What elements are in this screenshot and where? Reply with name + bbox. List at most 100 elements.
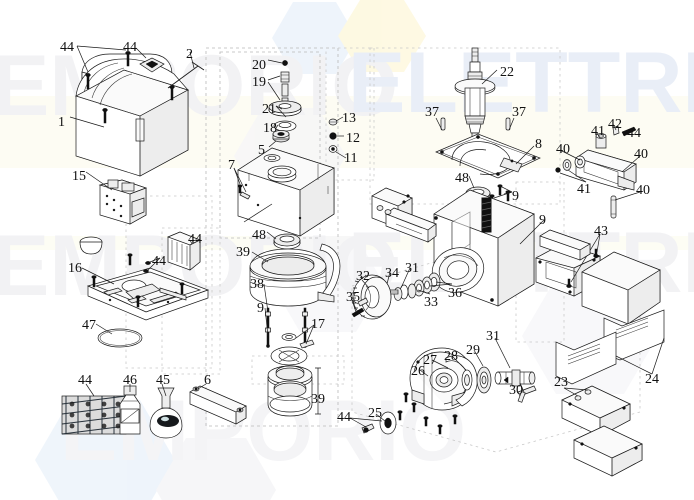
part-label-6: 6 xyxy=(204,373,211,388)
part-label-36: 36 xyxy=(448,286,462,301)
part-right-plate xyxy=(539,229,591,261)
part-label-25: 25 xyxy=(368,406,382,421)
part-label-7: 7 xyxy=(228,158,235,173)
group-box-valve xyxy=(325,47,375,181)
part-label-28: 28 xyxy=(444,349,458,364)
screw xyxy=(437,424,443,435)
part-label-48: 48 xyxy=(252,228,266,243)
group-box-tank-outer xyxy=(205,47,339,427)
part-label-29: 29 xyxy=(466,343,480,358)
part-label-39: 39 xyxy=(236,245,250,260)
group-box-board xyxy=(125,195,213,369)
part-label-38: 38 xyxy=(250,277,264,292)
part-32-drive-gear xyxy=(352,274,392,320)
part-label-39: 39 xyxy=(311,392,325,407)
part-12-nut xyxy=(329,132,344,140)
part-label-37: 37 xyxy=(425,105,439,120)
part-label-44: 44 xyxy=(152,254,166,269)
part-8-top-plate xyxy=(435,133,541,179)
part-label-17: 17 xyxy=(311,317,325,332)
part-label-23: 23 xyxy=(554,375,568,390)
screw xyxy=(397,410,403,421)
part-label-47: 47 xyxy=(82,318,96,333)
part-16-control-box-base xyxy=(81,253,210,321)
part-1-main-cover xyxy=(69,53,190,177)
part-44-fastener-pack xyxy=(61,383,127,435)
part-26-motor-housing xyxy=(409,347,475,411)
part-30-key-pin xyxy=(517,382,537,403)
part-label-12: 12 xyxy=(346,131,360,146)
screw xyxy=(411,402,417,413)
part-label-43: 43 xyxy=(594,224,608,239)
screw xyxy=(127,253,133,266)
part-44-cover-screws xyxy=(76,45,175,124)
part-9-gearbox-housing xyxy=(431,189,545,307)
part-label-45: 45 xyxy=(156,373,170,388)
screw xyxy=(125,51,131,67)
part-45-grease-tube xyxy=(149,383,183,439)
part-label-41: 41 xyxy=(577,182,591,197)
screw xyxy=(452,414,458,425)
part-35-key xyxy=(351,297,369,318)
part-label-34: 34 xyxy=(385,266,399,281)
screw xyxy=(423,416,429,427)
part-18-o-ring xyxy=(273,120,297,132)
part-label-9: 9 xyxy=(257,301,264,316)
group-box-gearhouse xyxy=(369,47,561,205)
part-label-27: 27 xyxy=(423,353,437,368)
part-label-9: 9 xyxy=(539,213,546,228)
part-label-18: 18 xyxy=(263,121,277,136)
part-label-19: 19 xyxy=(252,75,266,90)
part-9-oil-tank xyxy=(237,147,335,237)
group-box-tank-inner xyxy=(219,51,321,239)
part-41-bushings xyxy=(555,132,607,183)
part-20-ball xyxy=(267,59,288,66)
part-31-motor-shaft xyxy=(494,337,536,387)
part-label-44: 44 xyxy=(123,40,137,55)
part-11-washer xyxy=(328,145,347,159)
part-label-46: 46 xyxy=(123,373,137,388)
part-44-motor-screws xyxy=(349,392,458,435)
part-5-filler-cap xyxy=(268,130,290,148)
part-44-right-screw xyxy=(621,126,637,137)
screw xyxy=(102,108,108,124)
part-label-22: 22 xyxy=(500,65,514,80)
part-label-15: 15 xyxy=(72,169,86,184)
part-7-tank-fasteners xyxy=(233,167,251,200)
part-label-40: 40 xyxy=(634,147,648,162)
part-40-release-lever xyxy=(559,149,641,219)
part-33-spacer-ring xyxy=(407,279,431,299)
part-29-ball-bearing xyxy=(473,349,492,394)
part-2-key-tool xyxy=(167,51,205,89)
part-label-33: 33 xyxy=(424,295,438,310)
part-24-side-panels xyxy=(555,309,665,385)
part-label-30: 30 xyxy=(509,383,523,398)
part-label-11: 11 xyxy=(344,151,358,166)
part-label-31: 31 xyxy=(405,261,419,276)
part-label-9: 9 xyxy=(512,189,519,204)
part-label-32: 32 xyxy=(356,269,370,284)
part-label-37: 37 xyxy=(512,105,526,120)
part-48-bearing-top xyxy=(266,231,301,250)
part-left-bracket-assembly xyxy=(371,187,437,243)
watermark-line-1: EMPORIO xyxy=(0,38,398,134)
part-label-2: 2 xyxy=(186,47,193,62)
part-39-pump-body xyxy=(249,243,341,307)
part-label-31: 31 xyxy=(486,329,500,344)
part-label-24: 24 xyxy=(645,372,659,387)
screw xyxy=(566,278,572,288)
part-6-mounting-rail xyxy=(189,383,247,425)
part-39-pump-cartridge xyxy=(267,365,321,417)
part-label-48: 48 xyxy=(455,171,469,186)
screw xyxy=(593,248,599,258)
part-label-20: 20 xyxy=(252,58,266,73)
part-label-41: 41 xyxy=(591,124,605,139)
part-label-42: 42 xyxy=(608,117,622,132)
part-17-seal-key xyxy=(270,324,315,366)
part-cap-small xyxy=(79,236,103,255)
part-47-o-ring xyxy=(95,323,143,348)
